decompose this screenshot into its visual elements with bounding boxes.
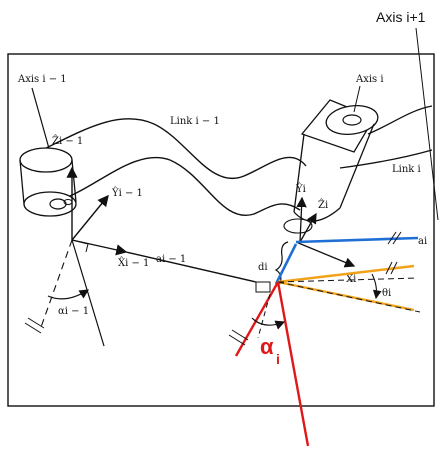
y-hat-i-minus-1-label: Ŷi − 1 <box>111 187 143 199</box>
a-i-minus-1-label: ai − 1 <box>156 254 186 265</box>
alpha-i-label-main: α <box>260 334 274 359</box>
y-hat-i-minus-1-arrow <box>71 194 109 241</box>
red-down-line <box>276 281 310 447</box>
link-i-minus-1-label: Link i − 1 <box>170 116 220 127</box>
x-hat-i-minus-1-label: X̂i − 1 <box>118 257 149 269</box>
figure-frame <box>7 53 435 407</box>
joint-i-minus-1-cylinder <box>19 147 77 217</box>
link-i-label: Link i <box>392 164 421 175</box>
x-hat-i-arrow <box>295 241 356 268</box>
axis-i-label: Axis i <box>355 74 384 85</box>
right-angle-marker-i-minus-1 <box>71 239 89 253</box>
link-i-minus-1-outline-bottom <box>69 156 301 217</box>
axis-i-minus-1-ticks <box>24 317 45 334</box>
axis-i-minus-1-label: Axis i − 1 <box>17 74 67 85</box>
axis-i-minus-1-upper <box>31 87 51 153</box>
axis-i-minus-1-dashed <box>39 239 73 331</box>
dashed-lower-extension <box>277 281 421 313</box>
alpha-i-label-sub: i <box>276 351 280 367</box>
theta-i-label: θi <box>382 288 391 299</box>
dashed-x-extension <box>277 277 419 283</box>
x-hat-i-label: X̂i <box>346 273 356 285</box>
alpha-i-arc <box>251 317 286 330</box>
link-i-outline-bottom <box>339 149 433 169</box>
y-hat-i-arrow <box>296 196 307 243</box>
blue-z-axis-overlay <box>274 243 298 285</box>
red-axis-ticks <box>228 329 249 346</box>
blue-x-axis-overlay <box>295 236 419 244</box>
axis-i-line-top <box>353 85 361 113</box>
y-hat-i-label: Ŷi <box>295 183 306 195</box>
a-i-label: ai <box>418 236 427 247</box>
alpha-i-minus-1-arc <box>47 289 90 300</box>
joint-i-cylinder <box>283 99 379 234</box>
alpha-i-minus-1-label: αi − 1 <box>58 306 89 317</box>
right-angle-marker-i <box>255 281 271 293</box>
theta-i-arc <box>371 273 382 300</box>
orange-upper-line <box>277 264 415 284</box>
axis-i-plus-1-label: Axis i+1 <box>376 9 426 25</box>
z-hat-i-arrow <box>299 212 317 243</box>
axis-i-plus-1-line <box>415 27 439 221</box>
z-hat-i-label: Ẑi <box>318 199 328 211</box>
z-hat-i-minus-1-label: Ẑi − 1 <box>52 135 83 147</box>
orange-axis-ticks <box>385 261 398 275</box>
common-normal-a-i-minus-1 <box>125 251 257 283</box>
link-i-outline-top <box>367 105 433 135</box>
link-i-minus-1-outline-top <box>37 118 307 179</box>
joint-i-dashed-axis <box>257 293 271 339</box>
axis-i-minus-1-lower <box>71 239 105 347</box>
blue-axis-ticks <box>387 231 402 245</box>
d-i-label: di <box>258 262 268 273</box>
